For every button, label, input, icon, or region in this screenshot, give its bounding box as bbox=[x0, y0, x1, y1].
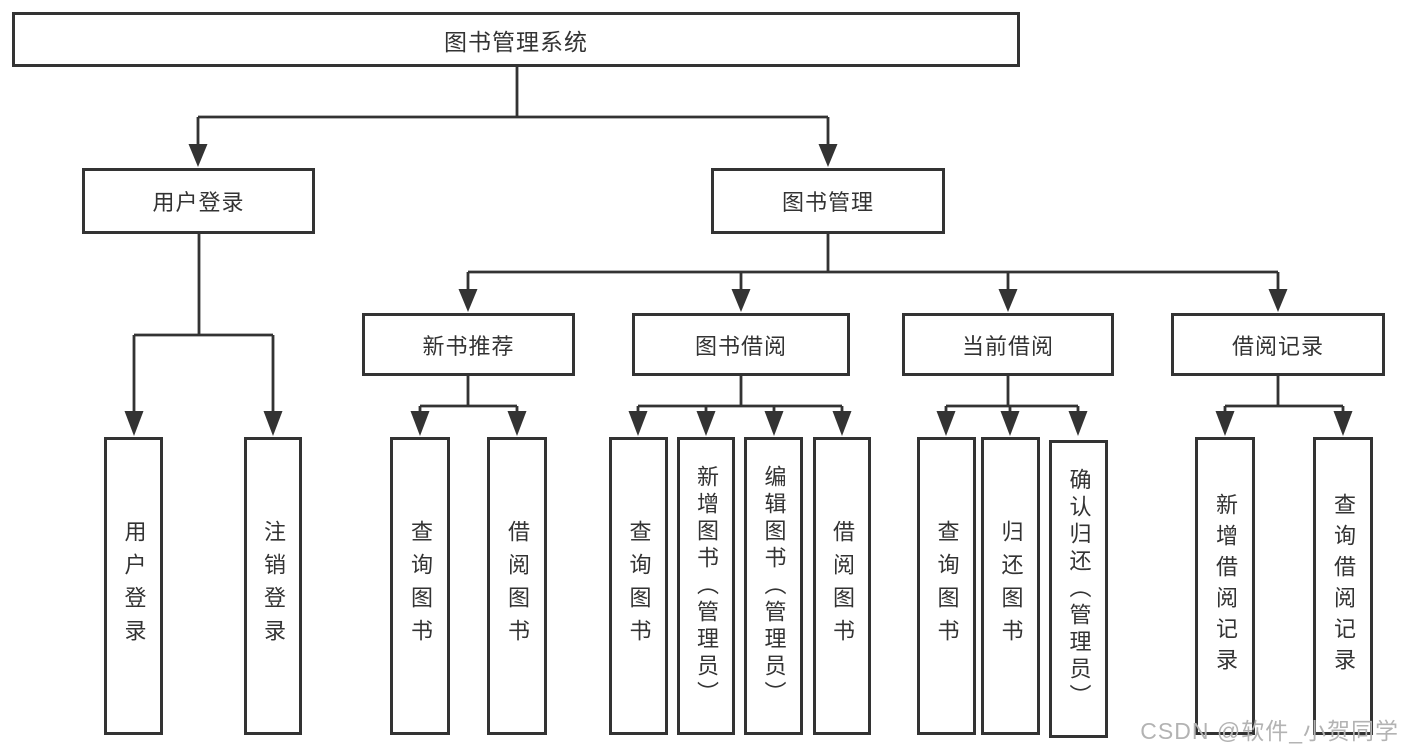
connector-book-mgmt bbox=[458, 234, 1288, 312]
node-current-borrow: 当前借阅 bbox=[902, 313, 1114, 376]
connector-new-book-rec bbox=[410, 376, 527, 436]
leaf-current-query-books: 查询图书 bbox=[917, 437, 976, 735]
csdn-watermark: CSDN @软件_小贺同学 bbox=[1140, 718, 1399, 744]
leaf-edit-books-admin: 编辑图书（管理员） bbox=[744, 437, 803, 735]
leaf-return-books: 归还图书 bbox=[981, 437, 1040, 735]
leaf-borrow-query-books: 查询图书 bbox=[609, 437, 668, 735]
leaf-rec-borrow-books: 借阅图书 bbox=[487, 437, 547, 735]
node-root-system: 图书管理系统 bbox=[12, 12, 1020, 67]
leaf-confirm-return-admin: 确认归还（管理员） bbox=[1049, 440, 1108, 738]
connector-current-borrow bbox=[936, 376, 1088, 436]
leaf-logout: 注销登录 bbox=[244, 437, 302, 735]
leaf-rec-query-books: 查询图书 bbox=[390, 437, 450, 735]
leaf-borrow-books: 借阅图书 bbox=[813, 437, 871, 735]
connector-borrow-records bbox=[1215, 376, 1353, 436]
connector-user-login bbox=[124, 232, 283, 436]
leaf-user-login: 用户登录 bbox=[104, 437, 163, 735]
connector-root-to-level2 bbox=[188, 67, 838, 167]
connector-book-borrow bbox=[628, 376, 852, 436]
node-new-book-rec: 新书推荐 bbox=[362, 313, 575, 376]
leaf-query-borrow-record: 查询借阅记录 bbox=[1313, 437, 1373, 735]
node-user-login: 用户登录 bbox=[82, 168, 315, 234]
leaf-add-books-admin: 新增图书（管理员） bbox=[677, 437, 735, 735]
node-book-mgmt: 图书管理 bbox=[711, 168, 945, 234]
node-book-borrow: 图书借阅 bbox=[632, 313, 850, 376]
leaf-add-borrow-record: 新增借阅记录 bbox=[1195, 437, 1255, 735]
node-borrow-records: 借阅记录 bbox=[1171, 313, 1385, 376]
